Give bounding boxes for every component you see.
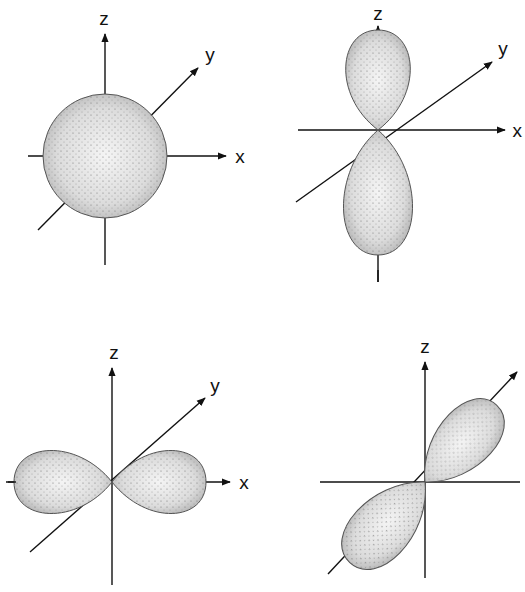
axis-label: z — [373, 3, 383, 22]
axis-label: y — [210, 376, 220, 395]
axis-stub — [377, 270, 378, 282]
axis-label: z — [99, 9, 109, 28]
axis-label: z — [420, 337, 430, 356]
pz-orbital-axes — [296, 26, 505, 282]
px-orbital-axes — [6, 368, 230, 585]
axis-label: x — [239, 473, 249, 492]
px-orbital-lobes — [14, 450, 206, 513]
axis-label: y — [205, 45, 215, 64]
py-orbital-lobes — [328, 386, 518, 583]
axis-label: z — [109, 343, 119, 362]
pz-orbital-lobes — [343, 30, 412, 255]
axis-label: x — [513, 121, 523, 140]
axis-stub — [8, 481, 16, 482]
axis-label: x — [235, 147, 245, 166]
s-orbital-axes — [28, 34, 226, 265]
s-orbital-sphere — [43, 94, 167, 218]
axis-label: y — [498, 39, 508, 58]
